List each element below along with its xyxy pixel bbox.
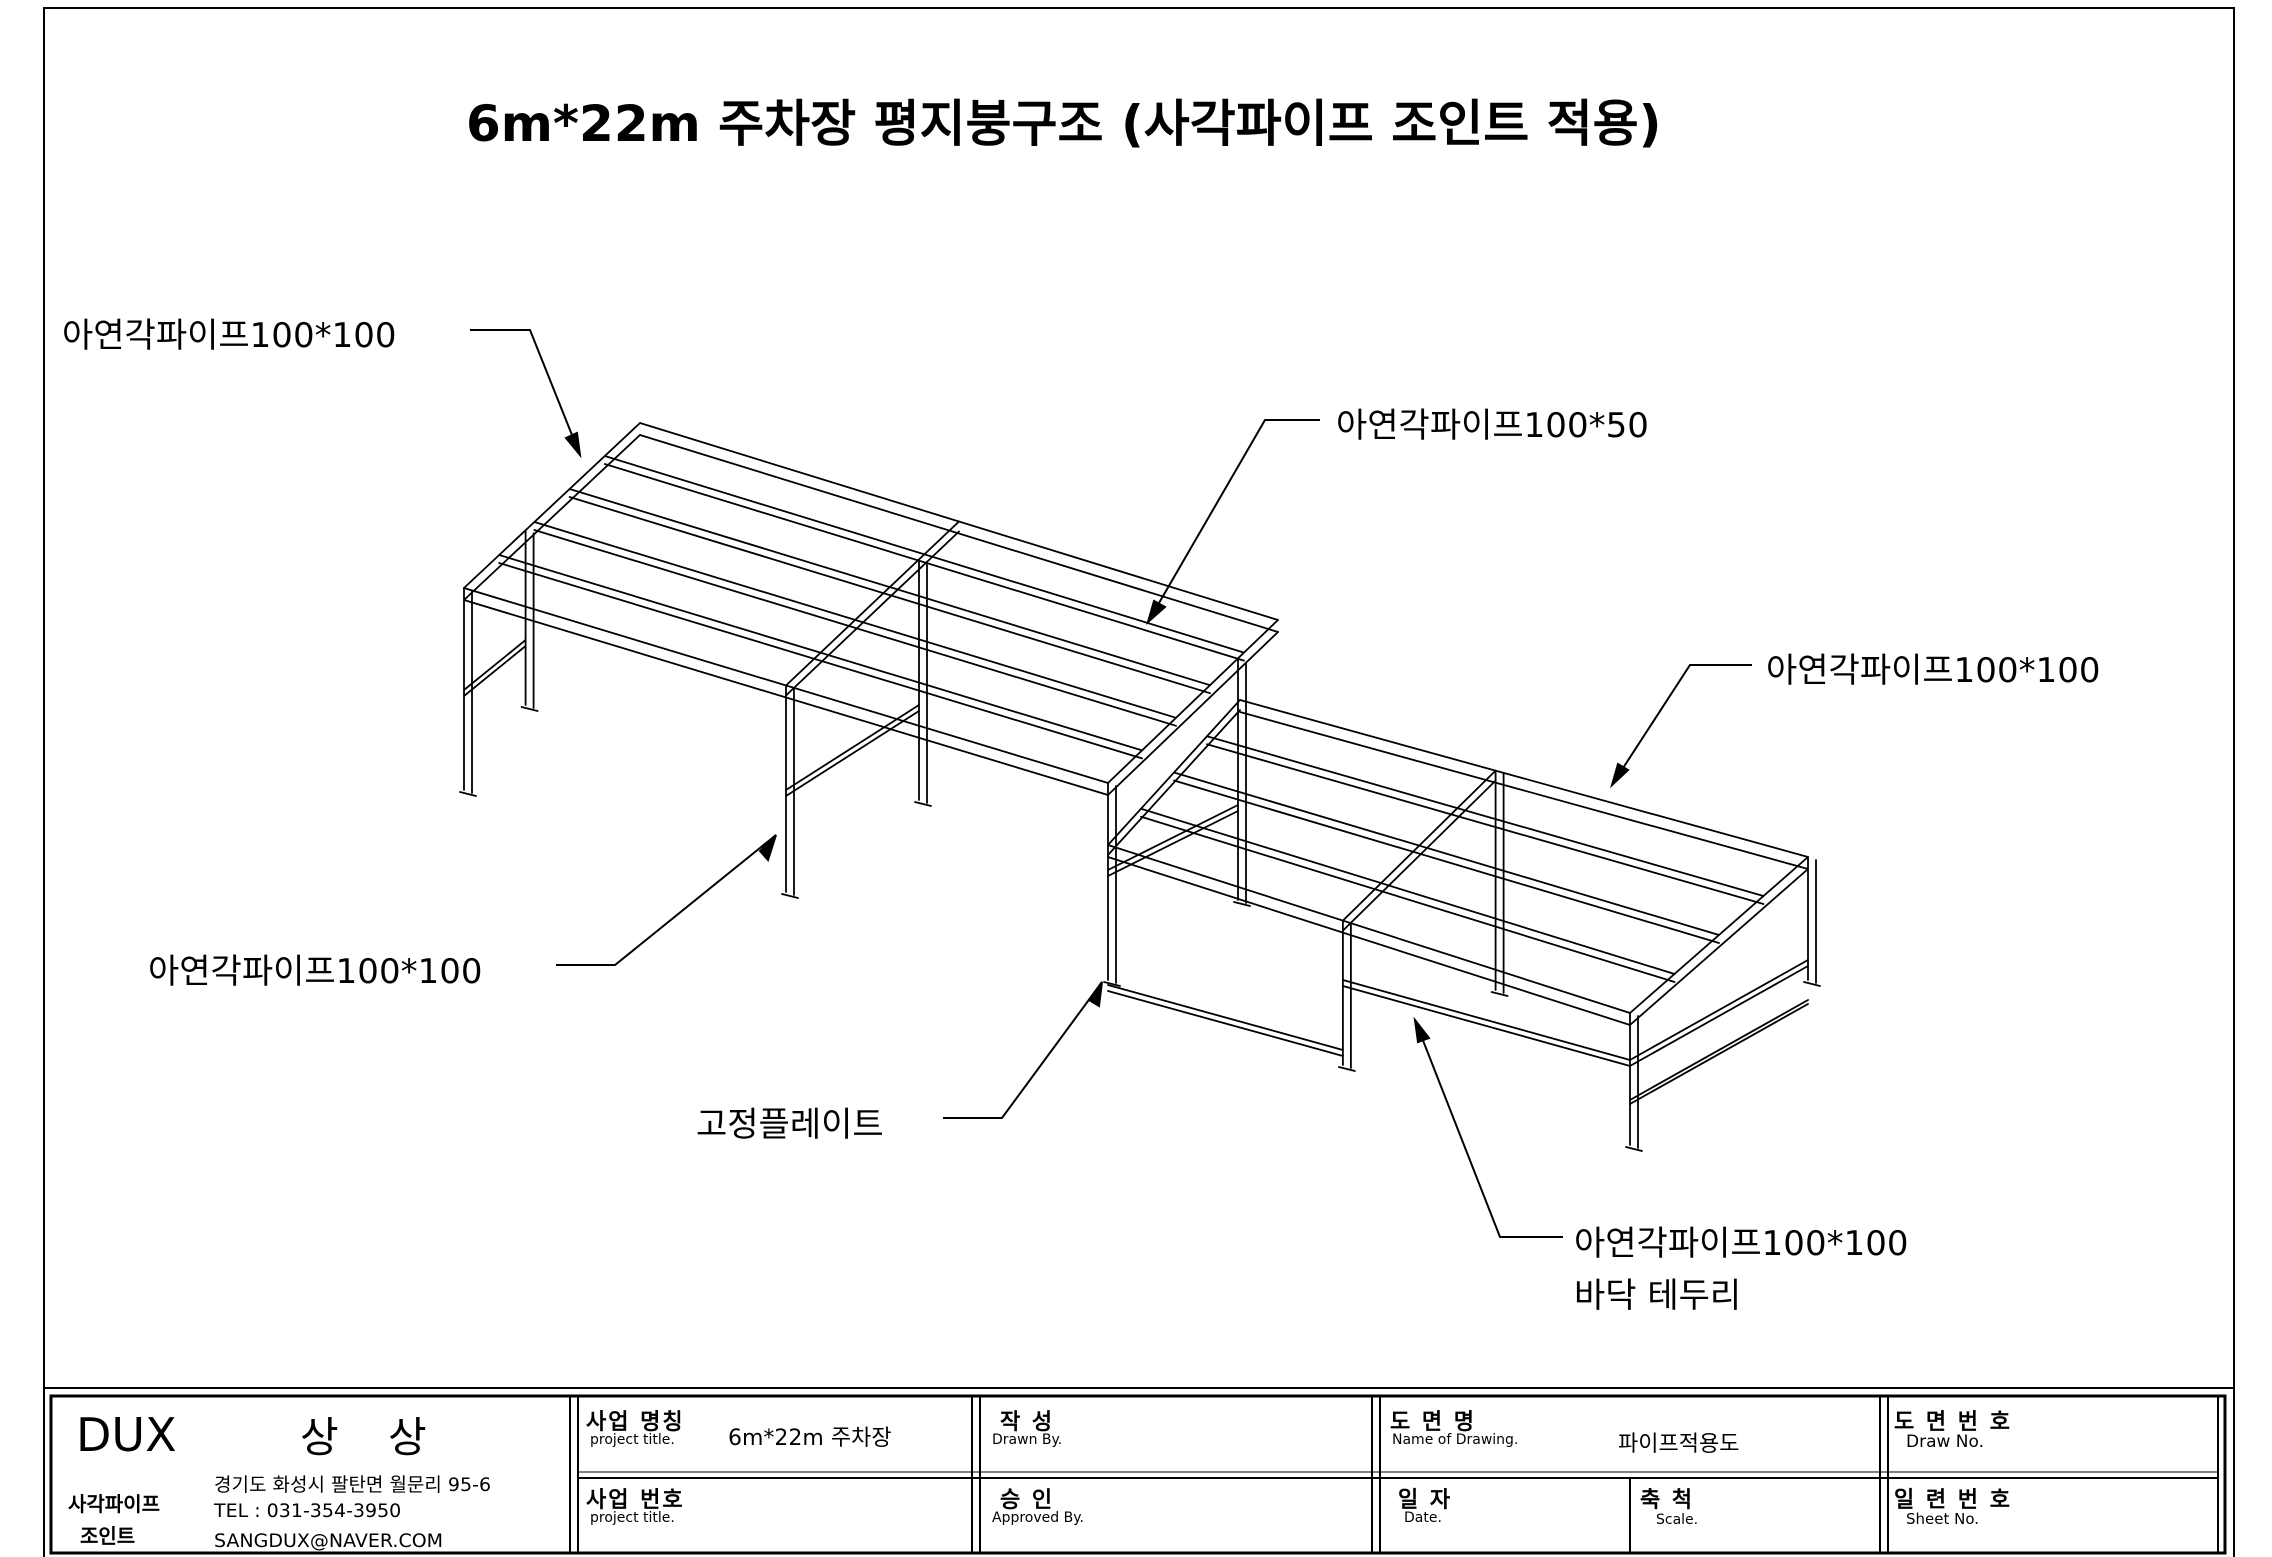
lower-front-edge — [1107, 844, 1631, 1014]
lower-floor-rail-1 — [1107, 984, 1344, 1051]
drawn-by-label: 작 성 — [1000, 1410, 1055, 1435]
upper-side-tie — [463, 639, 527, 691]
upper-post-l2-plate — [520, 706, 539, 712]
approved-by-sub: Approved By. — [992, 1510, 1084, 1526]
callout-top-mid-pipe: 아연각파이프100*50 — [1336, 406, 1649, 446]
lower-cross-beam-0 — [1342, 779, 1497, 932]
lower-purlin-2 — [1206, 735, 1765, 897]
lower-floor-rail-4 — [1629, 999, 1809, 1101]
lower-purlin-0 — [1140, 807, 1676, 975]
brand-korean-text: 상 상 — [300, 1413, 445, 1462]
lower-front-edge — [1107, 856, 1631, 1026]
lower-post-fr-plate — [1625, 1146, 1643, 1152]
lower-left-edge — [1107, 709, 1241, 856]
draw-no-sub: Draw No. — [1906, 1432, 1985, 1452]
callout-right-pipe: 아연각파이프100*100 — [1766, 651, 2101, 691]
lower-right-edge — [1629, 868, 1809, 1026]
upper-purlin-1 — [533, 529, 1177, 727]
leader-top-left — [470, 329, 582, 459]
upper-right-tie — [1107, 810, 1239, 877]
brand-logo-text: DUX — [76, 1408, 177, 1462]
leader-top-mid — [1146, 419, 1320, 626]
scale-label: 축 척 — [1640, 1488, 1695, 1513]
upper-cross-beam-0 — [785, 520, 960, 687]
upper-post-fl-plate — [459, 791, 477, 797]
lower-purlin-2 — [1206, 743, 1765, 905]
lower-post-mid-front-plate — [1338, 1066, 1356, 1072]
upper-purlin-3 — [603, 463, 1245, 662]
lower-purlin-0 — [1140, 815, 1676, 983]
lower-back-edge — [1239, 699, 1809, 858]
upper-right-tie — [1107, 804, 1239, 871]
project-name-label: 사업 명칭 — [586, 1410, 685, 1435]
upper-left-edge — [463, 434, 641, 601]
lower-post-br-plate — [1803, 981, 1821, 987]
upper-post-fr-plate — [1103, 981, 1121, 987]
upper-side-tie — [463, 645, 527, 697]
sheet-no-sub: Sheet No. — [1906, 1510, 1980, 1528]
drawing-name-label: 도 면 명 — [1390, 1410, 1477, 1435]
project-no-sub: project title. — [590, 1510, 675, 1526]
leader-right — [1610, 664, 1752, 789]
approved-by-label: 승 인 — [1000, 1488, 1055, 1513]
lower-floor-rail-4 — [1629, 1003, 1809, 1105]
company-address: 경기도 화성시 팔탄면 월문리 95-6 — [214, 1474, 492, 1496]
lower-floor-rail-3 — [1629, 965, 1809, 1067]
project-name-sub: project title. — [590, 1432, 675, 1448]
date-label: 일 자 — [1398, 1488, 1453, 1513]
leader-plate — [943, 981, 1103, 1119]
upper-left-edge — [463, 422, 641, 589]
company-sub-1: 사각파이프 — [68, 1492, 160, 1516]
upper-mid-tie — [785, 704, 920, 791]
date-sub: Date. — [1404, 1510, 1442, 1526]
drawn-by-sub: Drawn By. — [992, 1432, 1063, 1448]
leader-left-post — [556, 834, 777, 966]
lower-floor-rail-1 — [1107, 990, 1344, 1057]
draw-no-label: 도 면 번 호 — [1894, 1410, 2012, 1435]
company-email: SANGDUX@NAVER.COM — [214, 1530, 444, 1552]
upper-mid-tie — [785, 710, 920, 797]
drawing-title: 6m*22m 주차장 평지붕구조 (사각파이프 조인트 적용) — [466, 95, 1662, 153]
leader-floor — [1413, 1016, 1563, 1238]
upper-right-edge — [1107, 631, 1279, 796]
drawing-name-sub: Name of Drawing. — [1392, 1432, 1519, 1448]
lower-floor-rail-3 — [1629, 959, 1809, 1061]
callout-floor-pipe: 아연각파이프100*100 — [1574, 1224, 1909, 1264]
upper-post-mid-back-plate — [914, 801, 932, 807]
callout-floor-edge: 바닥 테두리 — [1574, 1276, 1742, 1316]
project-no-label: 사업 번호 — [586, 1488, 685, 1513]
callout-top-left-pipe: 아연각파이프100*100 — [62, 316, 397, 356]
project-name-value: 6m*22m 주차장 — [728, 1426, 892, 1451]
upper-purlin-0 — [498, 562, 1143, 760]
upper-post-br-plate — [1233, 901, 1251, 907]
upper-purlin-2 — [568, 496, 1211, 695]
company-sub-2: 조인트 — [80, 1524, 136, 1548]
upper-post-mid-front-plate — [781, 893, 799, 899]
lower-cross-beam-0 — [1342, 769, 1497, 922]
company-tel: TEL : 031-354-3950 — [214, 1500, 402, 1522]
callout-fixing-plate: 고정플레이트 — [696, 1105, 884, 1145]
lower-purlin-1 — [1173, 779, 1720, 944]
lower-back-edge — [1239, 711, 1809, 870]
title-block-grid — [44, 1387, 2234, 1555]
lower-post-mid-back-plate — [1490, 991, 1509, 997]
sheet-no-label: 일 련 번 호 — [1894, 1488, 2012, 1513]
steel-frame-structure — [459, 422, 1821, 1152]
upper-cross-beam-0 — [785, 530, 960, 697]
sheet-border — [43, 7, 2235, 1557]
callout-left-post-pipe: 아연각파이프100*100 — [148, 952, 483, 992]
lower-floor-rail-2 — [1342, 985, 1631, 1067]
lower-purlin-1 — [1173, 771, 1720, 936]
lower-floor-rail-2 — [1342, 979, 1631, 1061]
leader-lines — [470, 329, 1752, 1238]
upper-back-edge — [639, 434, 1279, 633]
drawing-name-value: 파이프적용도 — [1618, 1432, 1740, 1457]
scale-sub: Scale. — [1656, 1512, 1699, 1528]
